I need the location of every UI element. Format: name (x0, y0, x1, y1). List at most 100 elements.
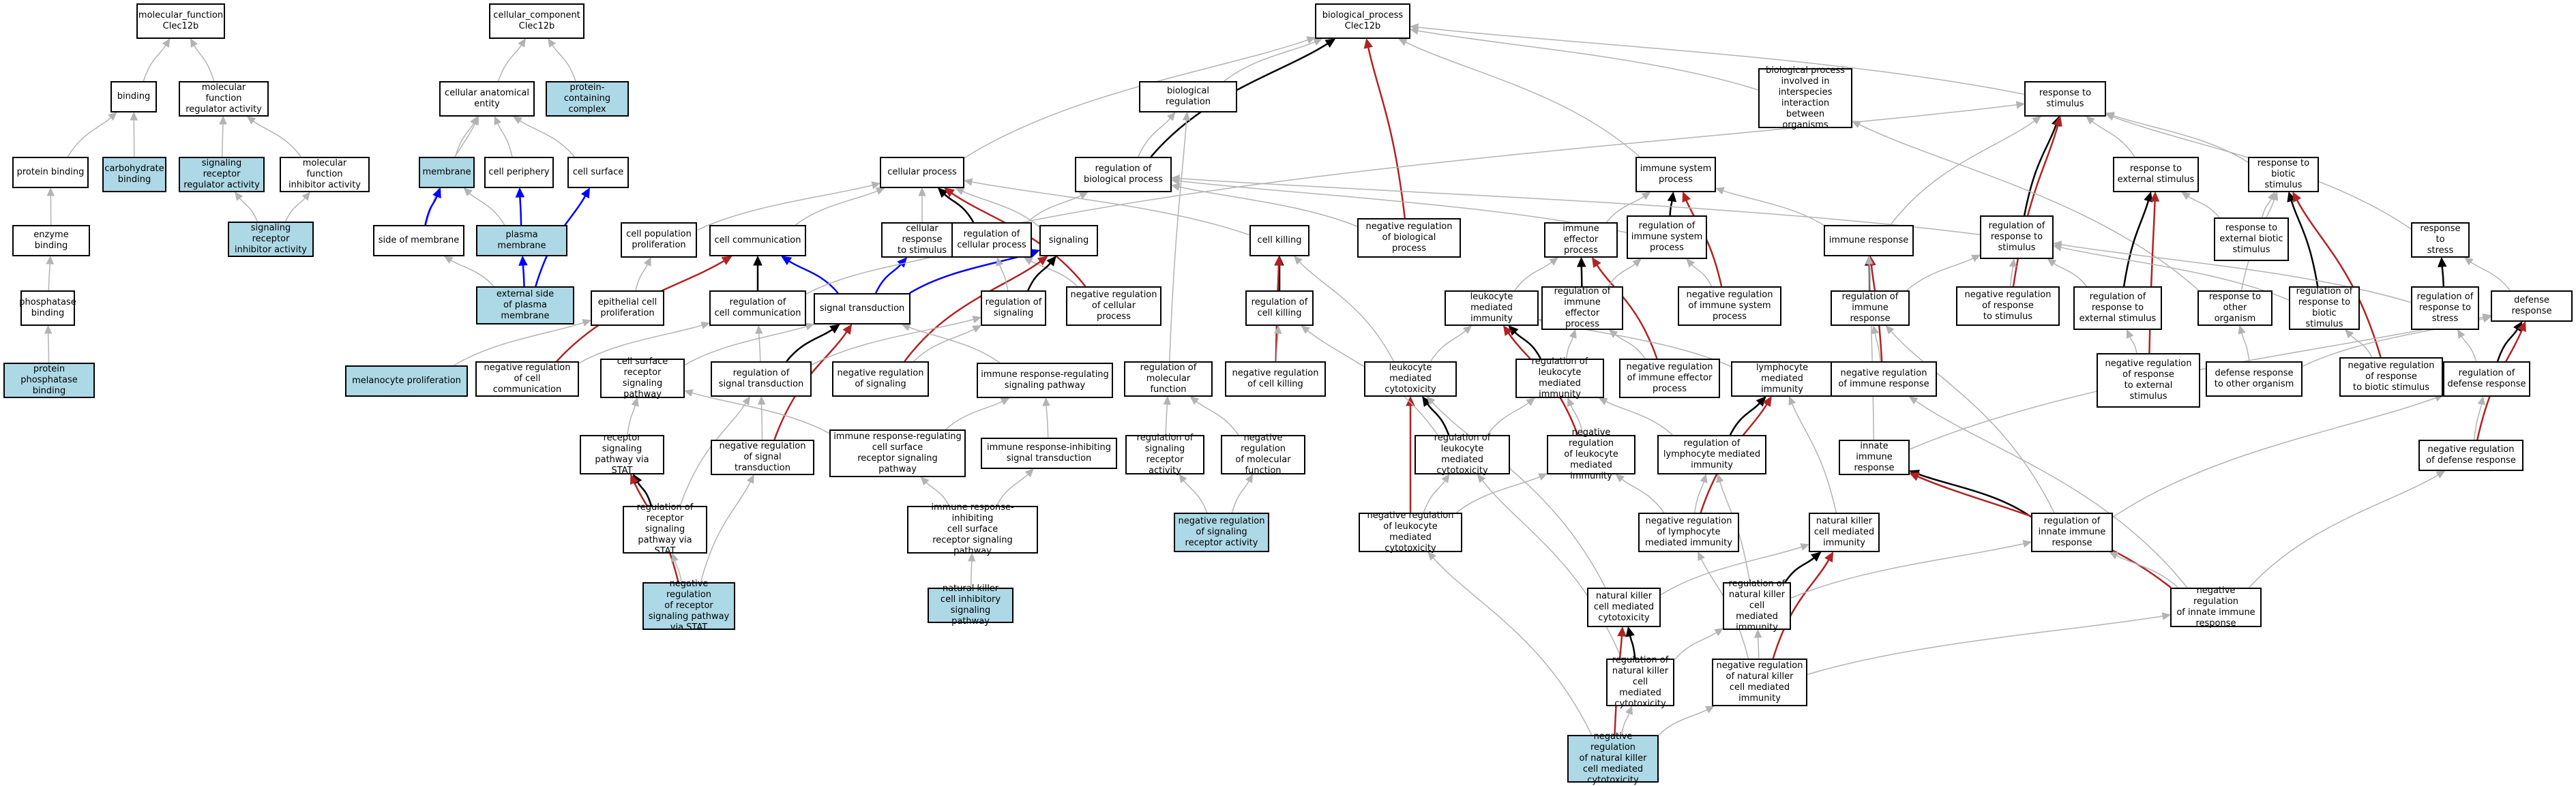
go-term-negregsra[interactable]: negative regulation of signaling recepto… (1174, 513, 1269, 552)
go-term-melprol[interactable]: melanocyte proliferation (345, 365, 468, 397)
go-term-protphosbind[interactable]: protein phosphatase binding (3, 363, 95, 398)
go-term-cc[interactable]: cellular_component Clec12b (489, 3, 584, 39)
go-term-nkcellmedimm[interactable]: natural killer cell mediated immunity (1809, 513, 1880, 552)
go-term-innateimm[interactable]: innate immune response (1839, 440, 1910, 475)
go-term-mfia[interactable]: molecular function inhibitor activity (280, 157, 370, 192)
go-term-csrsp[interactable]: cell surface receptor signaling pathway (600, 359, 685, 398)
go-term-negregmf[interactable]: negative regulation of molecular functio… (1221, 435, 1305, 474)
go-term-regmf[interactable]: regulation of molecular function (1124, 361, 1213, 397)
go-term-rsps[interactable]: receptor signaling pathway via STAT (580, 435, 664, 474)
go-term-regrtstress[interactable]: regulation of response to stress (2411, 286, 2479, 330)
go-term-negregnkimm[interactable]: negative regulation of natural killer ce… (1712, 659, 1807, 706)
go-term-cae[interactable]: cellular anatomical entity (439, 81, 535, 117)
go-term-negregcellproc[interactable]: negative regulation of cellular process (1066, 286, 1161, 326)
go-term-defrtother[interactable]: defense response to other organism (2206, 361, 2303, 397)
go-term-leukmedcyto[interactable]: leukocyte mediated cytotoxicity (1364, 361, 1457, 397)
go-term-bp[interactable]: biological_process Clec12b (1315, 3, 1410, 39)
go-term-iisigtrans[interactable]: immune response-inhibiting signal transd… (981, 438, 1117, 469)
go-term-negregimmeff[interactable]: negative regulation of immune effector p… (1619, 359, 1720, 398)
go-term-phosbind[interactable]: phosphatase binding (20, 290, 75, 326)
go-term-regrtbs[interactable]: regulation of response to biotic stimulu… (2289, 286, 2360, 330)
go-term-regcellproc[interactable]: regulation of cellular process (951, 222, 1032, 258)
go-term-immsys[interactable]: immune system process (1635, 157, 1716, 192)
go-term-negregrspstat[interactable]: negative regulation of receptor signalin… (642, 582, 735, 630)
go-term-negregcellcomm[interactable]: negative regulation of cell communicatio… (475, 361, 579, 397)
go-term-regcellcomm[interactable]: regulation of cell communication (709, 290, 806, 326)
go-term-negreginnate[interactable]: negative regulation of innate immune res… (2170, 588, 2262, 627)
go-term-negregleukmedimm[interactable]: negative regulation of leukocyte mediate… (1547, 435, 1635, 474)
go-term-regsig[interactable]: regulation of signaling (981, 290, 1046, 326)
go-term-regimmeff[interactable]: regulation of immune effector process (1541, 286, 1623, 330)
go-term-biolreg[interactable]: biological regulation (1139, 81, 1237, 112)
go-term-rtstress[interactable]: response to stress (2411, 222, 2470, 258)
go-term-enzbind[interactable]: enzyme binding (12, 225, 90, 256)
go-term-negreglymphmedimm[interactable]: negative regulation of lymphocyte mediat… (1638, 513, 1739, 552)
go-term-membrane[interactable]: membrane (419, 157, 475, 188)
go-term-rtebs[interactable]: response to external biotic stimulus (2214, 217, 2289, 261)
go-term-immresp[interactable]: immune response (1824, 225, 1914, 256)
go-term-negregrts[interactable]: negative regulation of response to stimu… (1956, 286, 2060, 326)
go-term-epiprol[interactable]: epithelial cell proliferation (591, 290, 664, 326)
go-term-cellrespstim[interactable]: cellular response to stimulus (881, 222, 963, 258)
go-term-regbp[interactable]: regulation of biological process (1075, 157, 1172, 192)
go-term-leukmedimm[interactable]: leukocyte mediated immunity (1445, 290, 1539, 326)
go-term-bpinter[interactable]: biological process involved in interspec… (1758, 68, 1852, 128)
go-term-negregimmsys[interactable]: negative regulation of immune system pro… (1678, 286, 1781, 326)
go-term-negregsig[interactable]: negative regulation of signaling (832, 361, 929, 397)
go-term-carbbind[interactable]: carbohydrate binding (102, 157, 166, 192)
go-term-regimmresp[interactable]: regulation of immune response (1831, 290, 1910, 326)
go-term-negregdefresp[interactable]: negative regulation of defense response (2418, 440, 2523, 471)
go-term-cellkilling[interactable]: cell killing (1249, 225, 1309, 256)
go-term-plasmamem[interactable]: plasma membrane (476, 225, 567, 256)
go-term-cellproc[interactable]: cellular process (880, 157, 964, 188)
go-term-reginnateimm[interactable]: regulation of innate immune response (2031, 513, 2113, 552)
go-term-negregimmresp[interactable]: negative regulation of immune response (1831, 361, 1937, 397)
go-term-rts[interactable]: response to stimulus (2024, 81, 2106, 117)
go-term-protbind[interactable]: protein binding (12, 157, 89, 188)
go-term-negregrtes[interactable]: negative regulation of response to exter… (2097, 353, 2200, 408)
go-term-mfra[interactable]: molecular function regulator activity (179, 81, 269, 117)
go-term-defresp[interactable]: defense response (2491, 290, 2573, 322)
go-term-cellperiph[interactable]: cell periphery (484, 157, 554, 188)
go-term-srra[interactable]: signaling receptor regulator activity (179, 157, 265, 192)
go-term-nkcellmedcyto[interactable]: natural killer cell mediated cytotoxicit… (1587, 588, 1661, 627)
go-term-negregrtbs[interactable]: negative regulation of response to bioti… (2339, 357, 2443, 397)
go-term-sigtrans[interactable]: signal transduction (814, 293, 911, 324)
go-term-negregcellkill[interactable]: negative regulation of cell killing (1225, 361, 1326, 397)
go-term-cellcomm[interactable]: cell communication (709, 225, 806, 256)
go-term-regdefresp[interactable]: regulation of defense response (2443, 361, 2530, 397)
go-term-regsra[interactable]: regulation of signaling receptor activit… (1125, 435, 1204, 474)
go-term-regnkimm[interactable]: regulation of natural killer cell mediat… (1723, 582, 1791, 630)
go-term-negregsigtrans[interactable]: negative regulation of signal transducti… (711, 440, 814, 475)
go-term-immeffproc[interactable]: immune effector process (1544, 222, 1618, 258)
go-term-negregbp[interactable]: negative regulation of biological proces… (1357, 218, 1461, 258)
go-term-regrts[interactable]: regulation of response to stimulus (1980, 215, 2054, 259)
go-term-regnkcyto[interactable]: regulation of natural killer cell mediat… (1606, 659, 1674, 706)
go-term-rtbs[interactable]: response to biotic stimulus (2248, 157, 2319, 192)
go-term-binding[interactable]: binding (110, 81, 157, 112)
go-term-reglymphmedimm[interactable]: regulation of lymphocyte mediated immuni… (1657, 435, 1766, 474)
go-term-lymphmedimm[interactable]: lymphocyte mediated immunity (1731, 361, 1833, 397)
go-term-negregleukcyto[interactable]: negative regulation of leukocyte mediate… (1359, 513, 1462, 552)
go-term-negregnkcyto[interactable]: negative regulation of natural killer ce… (1567, 735, 1659, 783)
go-term-sria[interactable]: signaling receptor inhibitor activity (228, 222, 314, 257)
go-term-iicsrsp[interactable]: immune response-inhibiting cell surface … (907, 506, 1038, 554)
go-term-rtotherorg[interactable]: response to other organism (2197, 290, 2272, 326)
go-term-sideofmem[interactable]: side of membrane (373, 225, 464, 256)
go-term-extside[interactable]: external side of plasma membrane (476, 286, 574, 324)
go-term-mf[interactable]: molecular_function Clec12b (136, 3, 225, 39)
go-term-signaling[interactable]: signaling (1039, 225, 1098, 256)
go-term-regcellkill[interactable]: regulation of cell killing (1245, 290, 1314, 326)
go-term-nkinhibsig[interactable]: natural killer cell inhibitory signaling… (928, 588, 1013, 623)
go-term-regleukmedimm[interactable]: regulation of leukocyte mediated immunit… (1515, 359, 1604, 398)
go-term-cellsurf[interactable]: cell surface (567, 157, 629, 188)
go-term-cellpopprol[interactable]: cell population proliferation (621, 222, 697, 258)
go-term-regrtes[interactable]: regulation of response to external stimu… (2073, 286, 2162, 330)
go-term-regimmsys[interactable]: regulation of immune system process (1627, 215, 1707, 259)
go-term-irrsp[interactable]: immune response-regulating signaling pat… (977, 363, 1113, 398)
go-term-pcc[interactable]: protein-containing complex (546, 81, 629, 117)
go-term-rtes[interactable]: response to external stimulus (2113, 157, 2199, 192)
go-term-irrcsrsp[interactable]: immune response-regulating cell surface … (829, 429, 966, 477)
go-term-regleukcyto[interactable]: regulation of leukocyte mediated cytotox… (1415, 435, 1510, 474)
go-term-regsigtrans[interactable]: regulation of signal transduction (711, 361, 812, 397)
